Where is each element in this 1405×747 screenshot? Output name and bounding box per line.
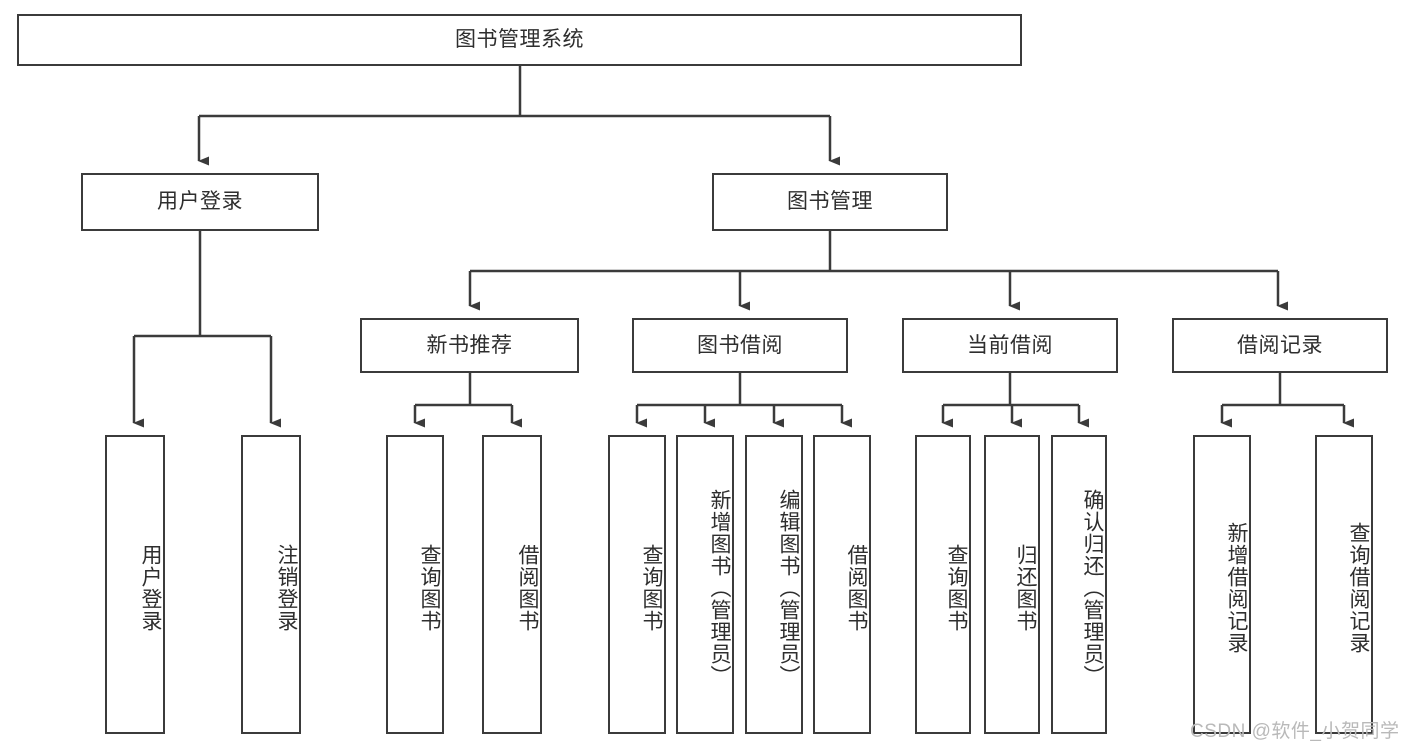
node-leaf-9[interactable]: 归还图书 (984, 435, 1040, 734)
node-level2-3-label: 借阅记录 (1237, 333, 1323, 357)
node-leaf-4-label: 查询图书 (640, 543, 663, 632)
node-leaf-12-label: 查询借阅记录 (1347, 521, 1370, 654)
node-leaf-8-label: 查询图书 (945, 543, 968, 632)
node-root[interactable]: 图书管理系统 (17, 14, 1022, 66)
node-leaf-1-label: 注销登录 (275, 543, 298, 632)
node-leaf-2-label: 查询图书 (418, 543, 441, 632)
node-level2-1[interactable]: 图书借阅 (632, 318, 848, 373)
node-leaf-7-label: 借阅图书 (845, 543, 868, 632)
node-level1-0[interactable]: 用户登录 (81, 173, 319, 231)
node-leaf-3[interactable]: 借阅图书 (482, 435, 542, 734)
node-leaf-4[interactable]: 查询图书 (608, 435, 666, 734)
node-root-label: 图书管理系统 (455, 28, 584, 52)
node-level2-1-label: 图书借阅 (697, 333, 783, 357)
node-level2-0[interactable]: 新书推荐 (360, 318, 579, 373)
node-level1-1[interactable]: 图书管理 (712, 173, 948, 231)
node-leaf-7[interactable]: 借阅图书 (813, 435, 871, 734)
node-leaf-2[interactable]: 查询图书 (386, 435, 444, 734)
node-level2-2[interactable]: 当前借阅 (902, 318, 1118, 373)
node-leaf-6[interactable]: 编辑图书（管理员） (745, 435, 803, 734)
node-level1-0-label: 用户登录 (157, 190, 243, 214)
node-level2-2-label: 当前借阅 (967, 333, 1053, 357)
watermark: CSDN @软件_小贺同学 (1190, 721, 1400, 742)
node-leaf-1[interactable]: 注销登录 (241, 435, 301, 734)
node-leaf-5-label: 新增图书（管理员） (708, 488, 731, 687)
node-level1-1-label: 图书管理 (787, 190, 873, 214)
node-leaf-12[interactable]: 查询借阅记录 (1315, 435, 1373, 734)
node-leaf-0[interactable]: 用户登录 (105, 435, 165, 734)
node-leaf-11[interactable]: 新增借阅记录 (1193, 435, 1251, 734)
node-leaf-6-label: 编辑图书（管理员） (777, 488, 800, 687)
node-level2-0-label: 新书推荐 (426, 333, 513, 357)
node-leaf-10-label: 确认归还（管理员） (1081, 488, 1104, 687)
node-leaf-0-label: 用户登录 (139, 543, 162, 632)
node-leaf-8[interactable]: 查询图书 (915, 435, 971, 734)
node-leaf-11-label: 新增借阅记录 (1225, 521, 1248, 654)
node-leaf-10[interactable]: 确认归还（管理员） (1051, 435, 1107, 734)
node-leaf-9-label: 归还图书 (1014, 543, 1037, 632)
node-leaf-3-label: 借阅图书 (516, 543, 539, 632)
node-level2-3[interactable]: 借阅记录 (1172, 318, 1388, 373)
node-leaf-5[interactable]: 新增图书（管理员） (676, 435, 734, 734)
